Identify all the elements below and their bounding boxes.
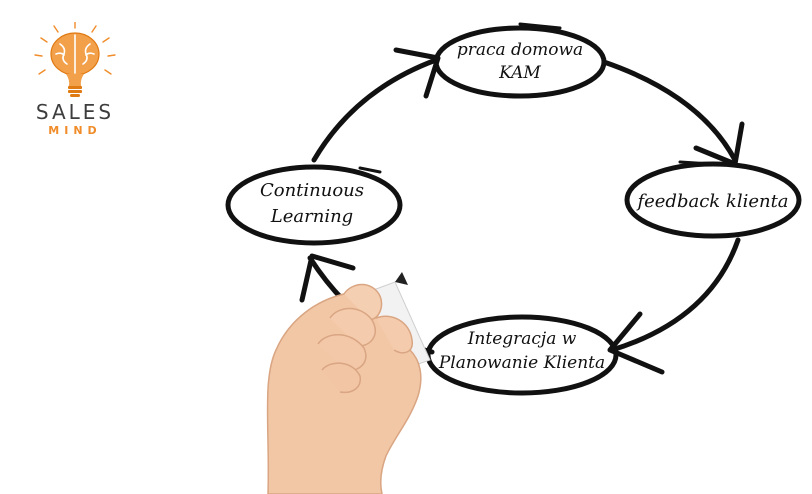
arrowhead-feedback xyxy=(693,121,745,167)
node-homework-label-1: praca domowa xyxy=(457,40,583,60)
cycle-arc-top-right xyxy=(601,59,738,163)
cycle-arc-top-left xyxy=(311,57,439,163)
arrowhead-learning xyxy=(299,253,356,303)
node-feedback-label: feedback klienta xyxy=(635,191,788,212)
node-learning-label-2: Learning xyxy=(270,206,353,227)
arrowhead-integration xyxy=(607,311,665,375)
node-homework-label-2: KAM xyxy=(498,63,541,83)
sales-mind-logo: SALES MIND xyxy=(20,21,130,140)
logo-name-bottom: MIND xyxy=(48,124,102,137)
brain-lightbulb-icon xyxy=(34,21,116,97)
node-integration-label-2: Planowanie Klienta xyxy=(438,353,605,373)
logo-name-top: SALES xyxy=(35,100,115,124)
node-learning-ellipse xyxy=(225,164,403,246)
node-homework-ellipse xyxy=(433,25,607,99)
cycle-arc-bottom-right xyxy=(609,237,741,353)
node-learning-label-1: Continuous xyxy=(260,180,364,201)
node-integration-label-1: Integracja w xyxy=(467,329,577,349)
hand-holding-marker xyxy=(266,272,431,494)
